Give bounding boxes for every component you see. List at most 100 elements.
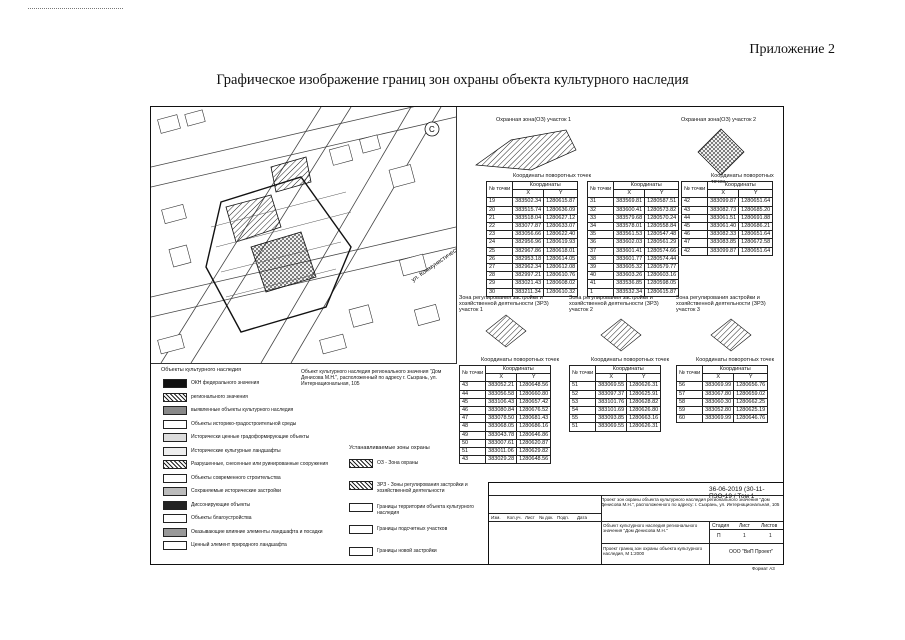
table-cell: 1280618.01 (543, 246, 579, 256)
table-cell: 34 (586, 222, 615, 232)
table-cell: 55 (568, 414, 597, 424)
table-cell: 1280625.19 (733, 406, 769, 416)
table-cell: 1280570.24 (644, 213, 680, 224)
legend-swatch (163, 406, 187, 415)
stage-value: П (717, 533, 721, 539)
table-cell: 39 (586, 263, 615, 273)
zone-legend-swatch (349, 503, 373, 512)
col-header-point: № точки (680, 180, 709, 199)
table-cell: 51 (568, 381, 597, 391)
col-header-x: X (595, 373, 628, 383)
table-cell: 1280660.80 (516, 389, 552, 399)
table-cell: 1280681.43 (516, 414, 552, 424)
legend-label: Оказывающие влияние элементы ландшафта и… (191, 528, 323, 535)
table-cell: 1280626.80 (626, 406, 662, 416)
oz1-table-caption: Координаты поворотных точек (513, 173, 591, 179)
legend-swatch (163, 379, 187, 388)
legend-swatch (163, 433, 187, 442)
org-name: ООО "ВиП Проект" (729, 549, 774, 555)
table-cell: 383007.61 (485, 438, 518, 449)
table-cell: 1280648.56 (516, 381, 552, 391)
table-cell: 1280579.77 (644, 263, 680, 273)
table-cell: 383011.06 (485, 447, 518, 457)
table-cell: 1280619.93 (543, 238, 579, 248)
table-cell: 383043.78 (485, 430, 518, 440)
table-cell: 38 (586, 254, 615, 265)
table-cell: 43 (458, 455, 487, 465)
legend-swatch (163, 460, 187, 469)
table-cell: 1280628.82 (626, 397, 662, 408)
drawing-sheet: С ул. Коммунистическая Охранная зона(ОЗ)… (150, 106, 784, 565)
col-header-x: X (613, 189, 646, 199)
table-cell: 383518.04 (512, 213, 545, 224)
table-cell: 1280558.84 (644, 222, 680, 232)
col-header-y: Y (516, 373, 552, 383)
table-cell: 1280615.87 (644, 287, 680, 297)
legend-swatch (163, 514, 187, 523)
table-cell: 383052.21 (485, 381, 518, 391)
table-cell: 23 (485, 230, 514, 240)
table-cell: 59 (675, 406, 704, 416)
table-cell: 383069.55 (595, 381, 628, 391)
zrz3-table-caption: Координаты поворотных точек (696, 357, 774, 363)
table-cell: 383578.01 (613, 222, 646, 232)
table-cell: 383021.43 (512, 279, 545, 289)
col-header-y: Y (644, 189, 680, 199)
sheets-label: Листов (761, 523, 778, 529)
table-cell: 382953.18 (512, 254, 545, 265)
table-cell: 1280651.64 (738, 197, 774, 207)
table-cell: 383603.26 (613, 271, 646, 281)
zrz1-caption: Зона регулирования застройки и хозяйстве… (459, 295, 549, 313)
legend-swatch (163, 473, 187, 483)
col-header-x: X (707, 189, 740, 199)
table-cell: 383099.87 (707, 246, 740, 256)
table-cell: 49 (458, 430, 487, 440)
table-cell: 383052.80 (702, 406, 735, 416)
table-cell: 25 (485, 246, 514, 256)
table-cell: 382997.21 (512, 271, 545, 281)
legend-swatch (163, 487, 187, 496)
table-cell: 53 (568, 397, 597, 408)
table-cell: 1280657.42 (516, 397, 552, 408)
table-cell: 1280547.48 (644, 230, 680, 240)
table-cell: 1280626.31 (626, 381, 662, 391)
table-cell: 1280615.87 (543, 197, 579, 207)
legend-label: Объекты благоустройства (191, 515, 252, 521)
table-cell: 1280685.20 (738, 205, 774, 215)
table-cell: 383061.51 (707, 213, 740, 224)
table-cell: 1280612.08 (543, 263, 579, 273)
table-cell: 20 (485, 205, 514, 215)
legend-swatch (163, 419, 187, 429)
table-cell: 1280625.91 (626, 389, 662, 399)
table-cell: 31 (586, 197, 615, 207)
zone-legend-label: Границы новой застройки (377, 548, 437, 554)
table-cell: 1280620.87 (516, 438, 552, 449)
col-header-coords: Координаты (512, 180, 579, 191)
table-cell: 35 (586, 230, 615, 240)
table-cell: 50 (458, 438, 487, 449)
table-cell: 1280646.86 (516, 430, 552, 440)
table-cell: 383502.34 (512, 197, 545, 207)
table-cell: 383060.30 (702, 397, 735, 408)
table-cell: 383083.85 (707, 238, 740, 248)
table-cell: 1280608.02 (543, 279, 579, 289)
col-header-y: Y (626, 373, 662, 383)
stamp-header-cell: Изм. (491, 515, 501, 520)
table-cell: 383569.81 (613, 197, 646, 207)
